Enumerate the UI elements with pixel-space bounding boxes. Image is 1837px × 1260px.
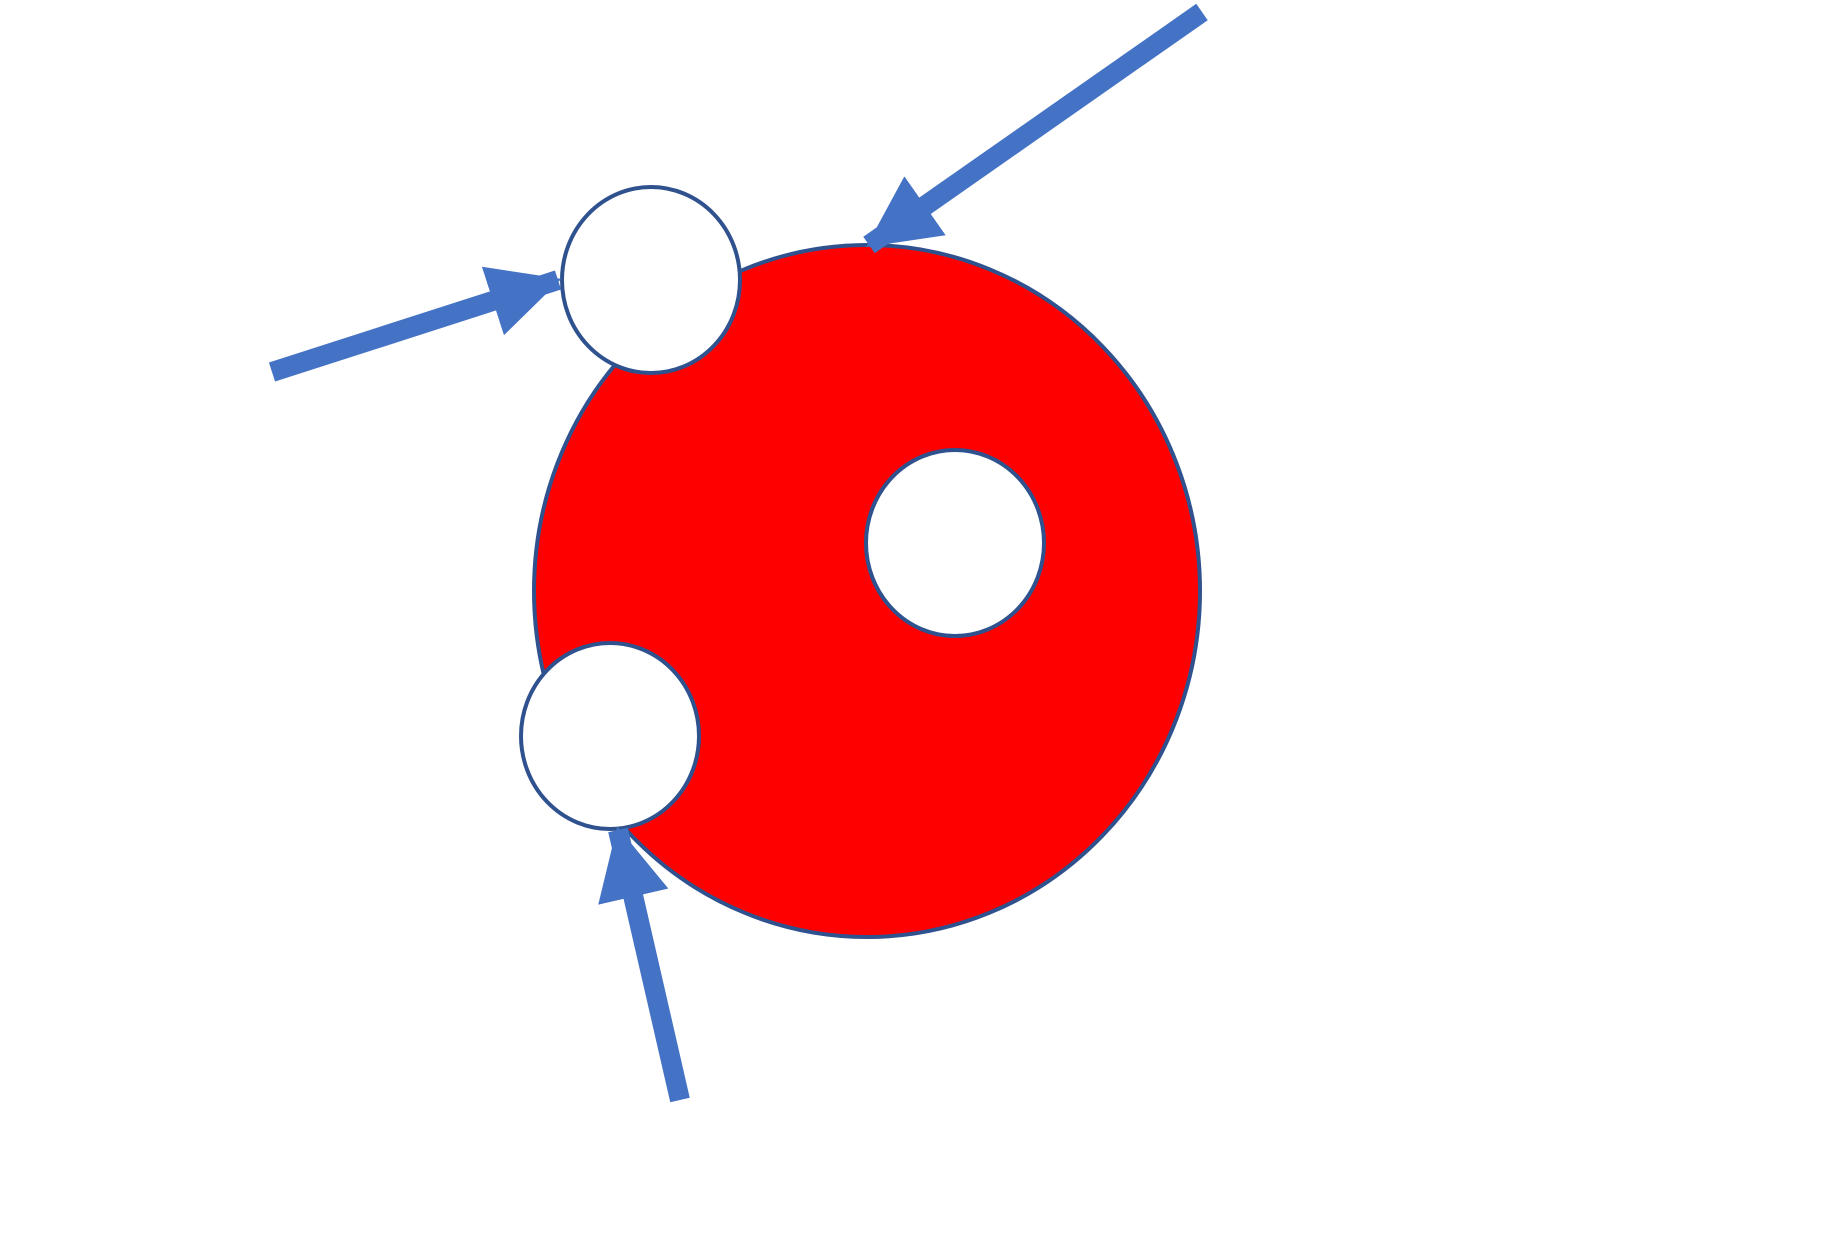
arrow-bottom	[598, 826, 690, 1103]
arrow-left	[268, 266, 562, 382]
hole-top-left	[560, 185, 742, 375]
arrow-top-right	[863, 3, 1208, 254]
hole-bottom-left	[519, 641, 701, 831]
hole-center	[864, 448, 1046, 638]
